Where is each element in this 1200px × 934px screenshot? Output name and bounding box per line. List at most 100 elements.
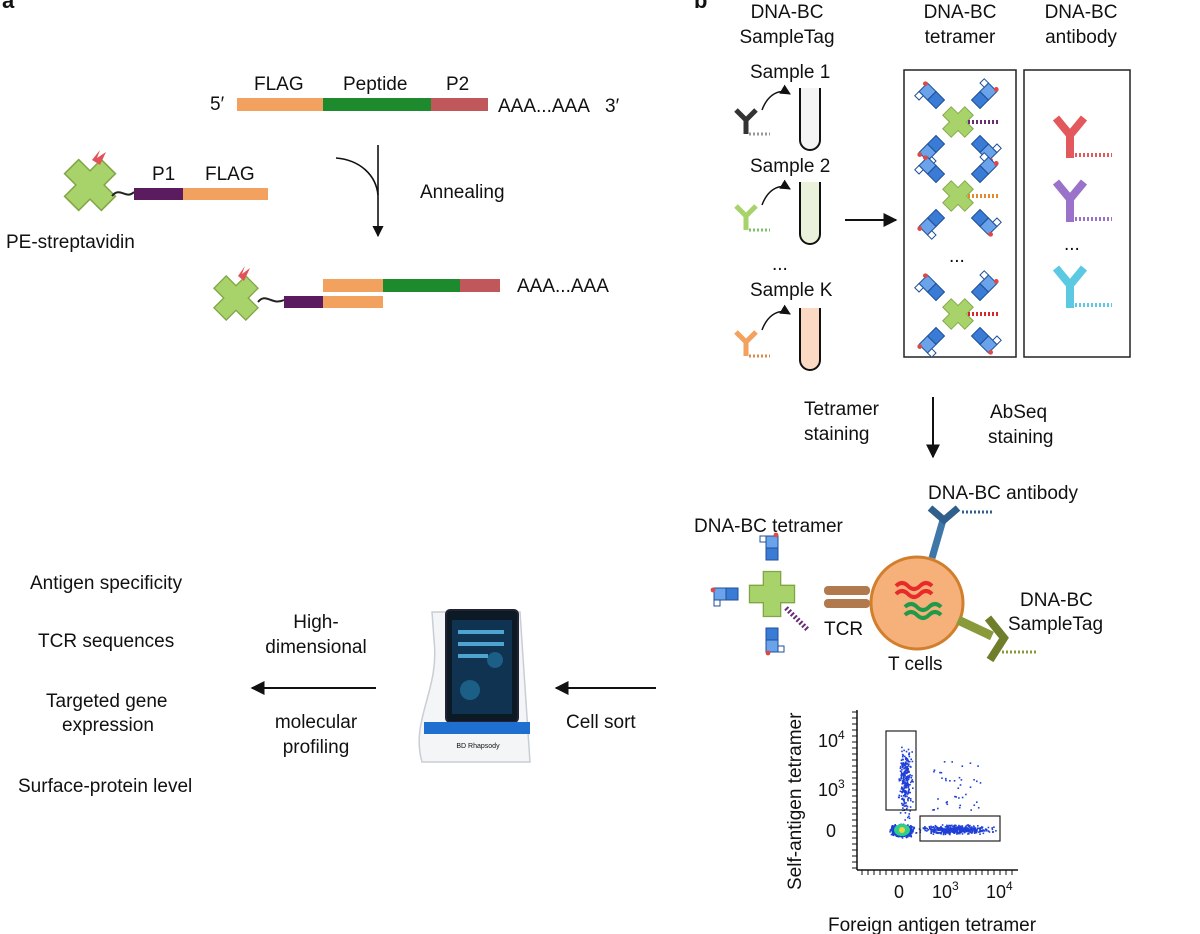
scatter-point (904, 786, 906, 788)
scatter-point (935, 832, 937, 834)
scatter-point (905, 776, 908, 779)
self-antigen-gate (885, 730, 917, 811)
scatter-point (956, 831, 958, 833)
scatter-point (906, 760, 908, 762)
panel-b-letter: b (694, 0, 707, 13)
scatter-point (965, 825, 967, 828)
scatter-point (949, 833, 951, 836)
scatter-point (912, 828, 915, 830)
sample-1-curve-arrow (761, 84, 791, 111)
scatter-point (904, 772, 906, 774)
scatter-point (905, 776, 907, 778)
scatter-point (890, 829, 892, 832)
y-tick-10e3: 103 (818, 777, 845, 800)
scatter-point (891, 826, 893, 829)
scatter-point (909, 798, 912, 800)
scatter-point (904, 782, 907, 784)
scatter-point (982, 829, 985, 831)
scatter-point (909, 806, 912, 808)
scatter-point (976, 801, 978, 803)
scatter-point (977, 827, 980, 830)
scatter-point (901, 788, 904, 790)
scatter-point (985, 829, 988, 831)
scatter-point (906, 758, 909, 760)
scatter-point (944, 833, 947, 836)
scatter-point (943, 830, 945, 832)
x-tick-10e4: 104 (986, 879, 1013, 902)
scatter-point (943, 761, 946, 763)
scatter-point (947, 829, 950, 831)
scatter-point (908, 832, 911, 835)
scatter-point (952, 826, 954, 828)
scatter-point (910, 825, 912, 827)
scatter-point (899, 812, 902, 814)
scatter-point (902, 781, 904, 784)
scatter-point (902, 763, 904, 765)
scatter-point (902, 777, 905, 780)
scatter-point (908, 760, 911, 763)
scatter-point (933, 809, 935, 811)
tetramer-ellipsis: ... (949, 246, 965, 267)
tcr-label: TCR (824, 619, 863, 640)
scatter-point (948, 827, 951, 830)
scatter-point (905, 768, 908, 771)
scatter-point (898, 778, 900, 780)
scatter-point (891, 831, 894, 833)
scatter-point (954, 828, 956, 831)
scatter-point (932, 826, 934, 829)
scatter-point (980, 827, 983, 829)
scatter-point (958, 824, 960, 827)
scatter-point (940, 831, 943, 834)
scatter-point (959, 825, 962, 828)
scatter-point (906, 775, 909, 777)
scatter-point (909, 810, 911, 812)
panel-a-letter: a (2, 0, 15, 13)
scatter-point (972, 827, 975, 829)
sample-2-label: Sample 2 (750, 156, 830, 177)
p1-label: P1 (152, 164, 175, 185)
scatter-point (905, 763, 907, 766)
scatter-point (942, 833, 945, 836)
scatter-point (936, 826, 938, 828)
sample-k-curve-arrow (761, 304, 791, 331)
scatter-point (902, 766, 904, 768)
scatter-point (958, 829, 961, 831)
scatter-point (904, 766, 907, 769)
scatter-point (910, 776, 913, 779)
scatter-point (908, 835, 910, 837)
scatter-point (906, 777, 909, 779)
scatter-point (967, 833, 969, 835)
scatter-point (961, 833, 964, 835)
scatter-point (906, 835, 908, 837)
scatter-point (905, 758, 907, 761)
scatter-point (903, 786, 905, 788)
scatter-point (907, 786, 910, 789)
scatter-point (903, 749, 905, 752)
scatter-point (955, 796, 957, 798)
scatter-point (903, 791, 906, 793)
scatter-point (933, 770, 935, 773)
scatter-point (937, 798, 939, 800)
scatter-point (894, 832, 896, 835)
scatter-point (967, 824, 969, 826)
scatter-point (906, 836, 909, 838)
scatter-point (902, 781, 905, 784)
scatter-point (954, 795, 956, 798)
scatter-point (909, 774, 911, 776)
scatter-point (988, 831, 991, 833)
scatter-point (951, 761, 953, 763)
scatter-point (953, 825, 956, 828)
scatter-point (952, 830, 955, 833)
scatter-point (951, 824, 953, 827)
scatter-point (904, 773, 906, 775)
scatter-point (969, 762, 972, 764)
scatter-point (910, 834, 912, 837)
scatter-point (942, 828, 945, 830)
cell-tetramer-label: DNA-BC tetramer (694, 516, 844, 537)
p1-segment (134, 188, 183, 200)
scatter-point (908, 763, 910, 766)
scatter-point (928, 825, 931, 828)
scatter-point (946, 824, 948, 827)
scatter-point (963, 831, 966, 834)
plot-y-label: Self-antigen tetramer (785, 712, 806, 890)
